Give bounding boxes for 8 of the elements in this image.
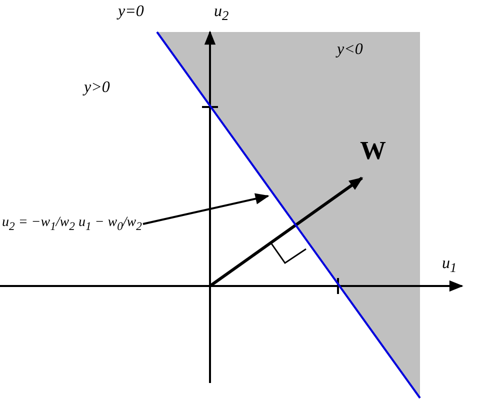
vector-label: W xyxy=(360,138,386,164)
axis-label: u$_{2}$ xyxy=(214,4,229,23)
equation: u$_{2}$ = −w$_{1}$/w$_{2}$ u$_{1}$ − w$_{0}$/w$_{2}$ xyxy=(2,216,142,232)
axis-label: u$_{1}$ xyxy=(442,256,457,275)
region-label: y>0 xyxy=(84,80,110,96)
region-label: y<0 xyxy=(337,42,363,58)
boundary-label: y=0 xyxy=(118,4,144,20)
arrow xyxy=(142,193,270,225)
